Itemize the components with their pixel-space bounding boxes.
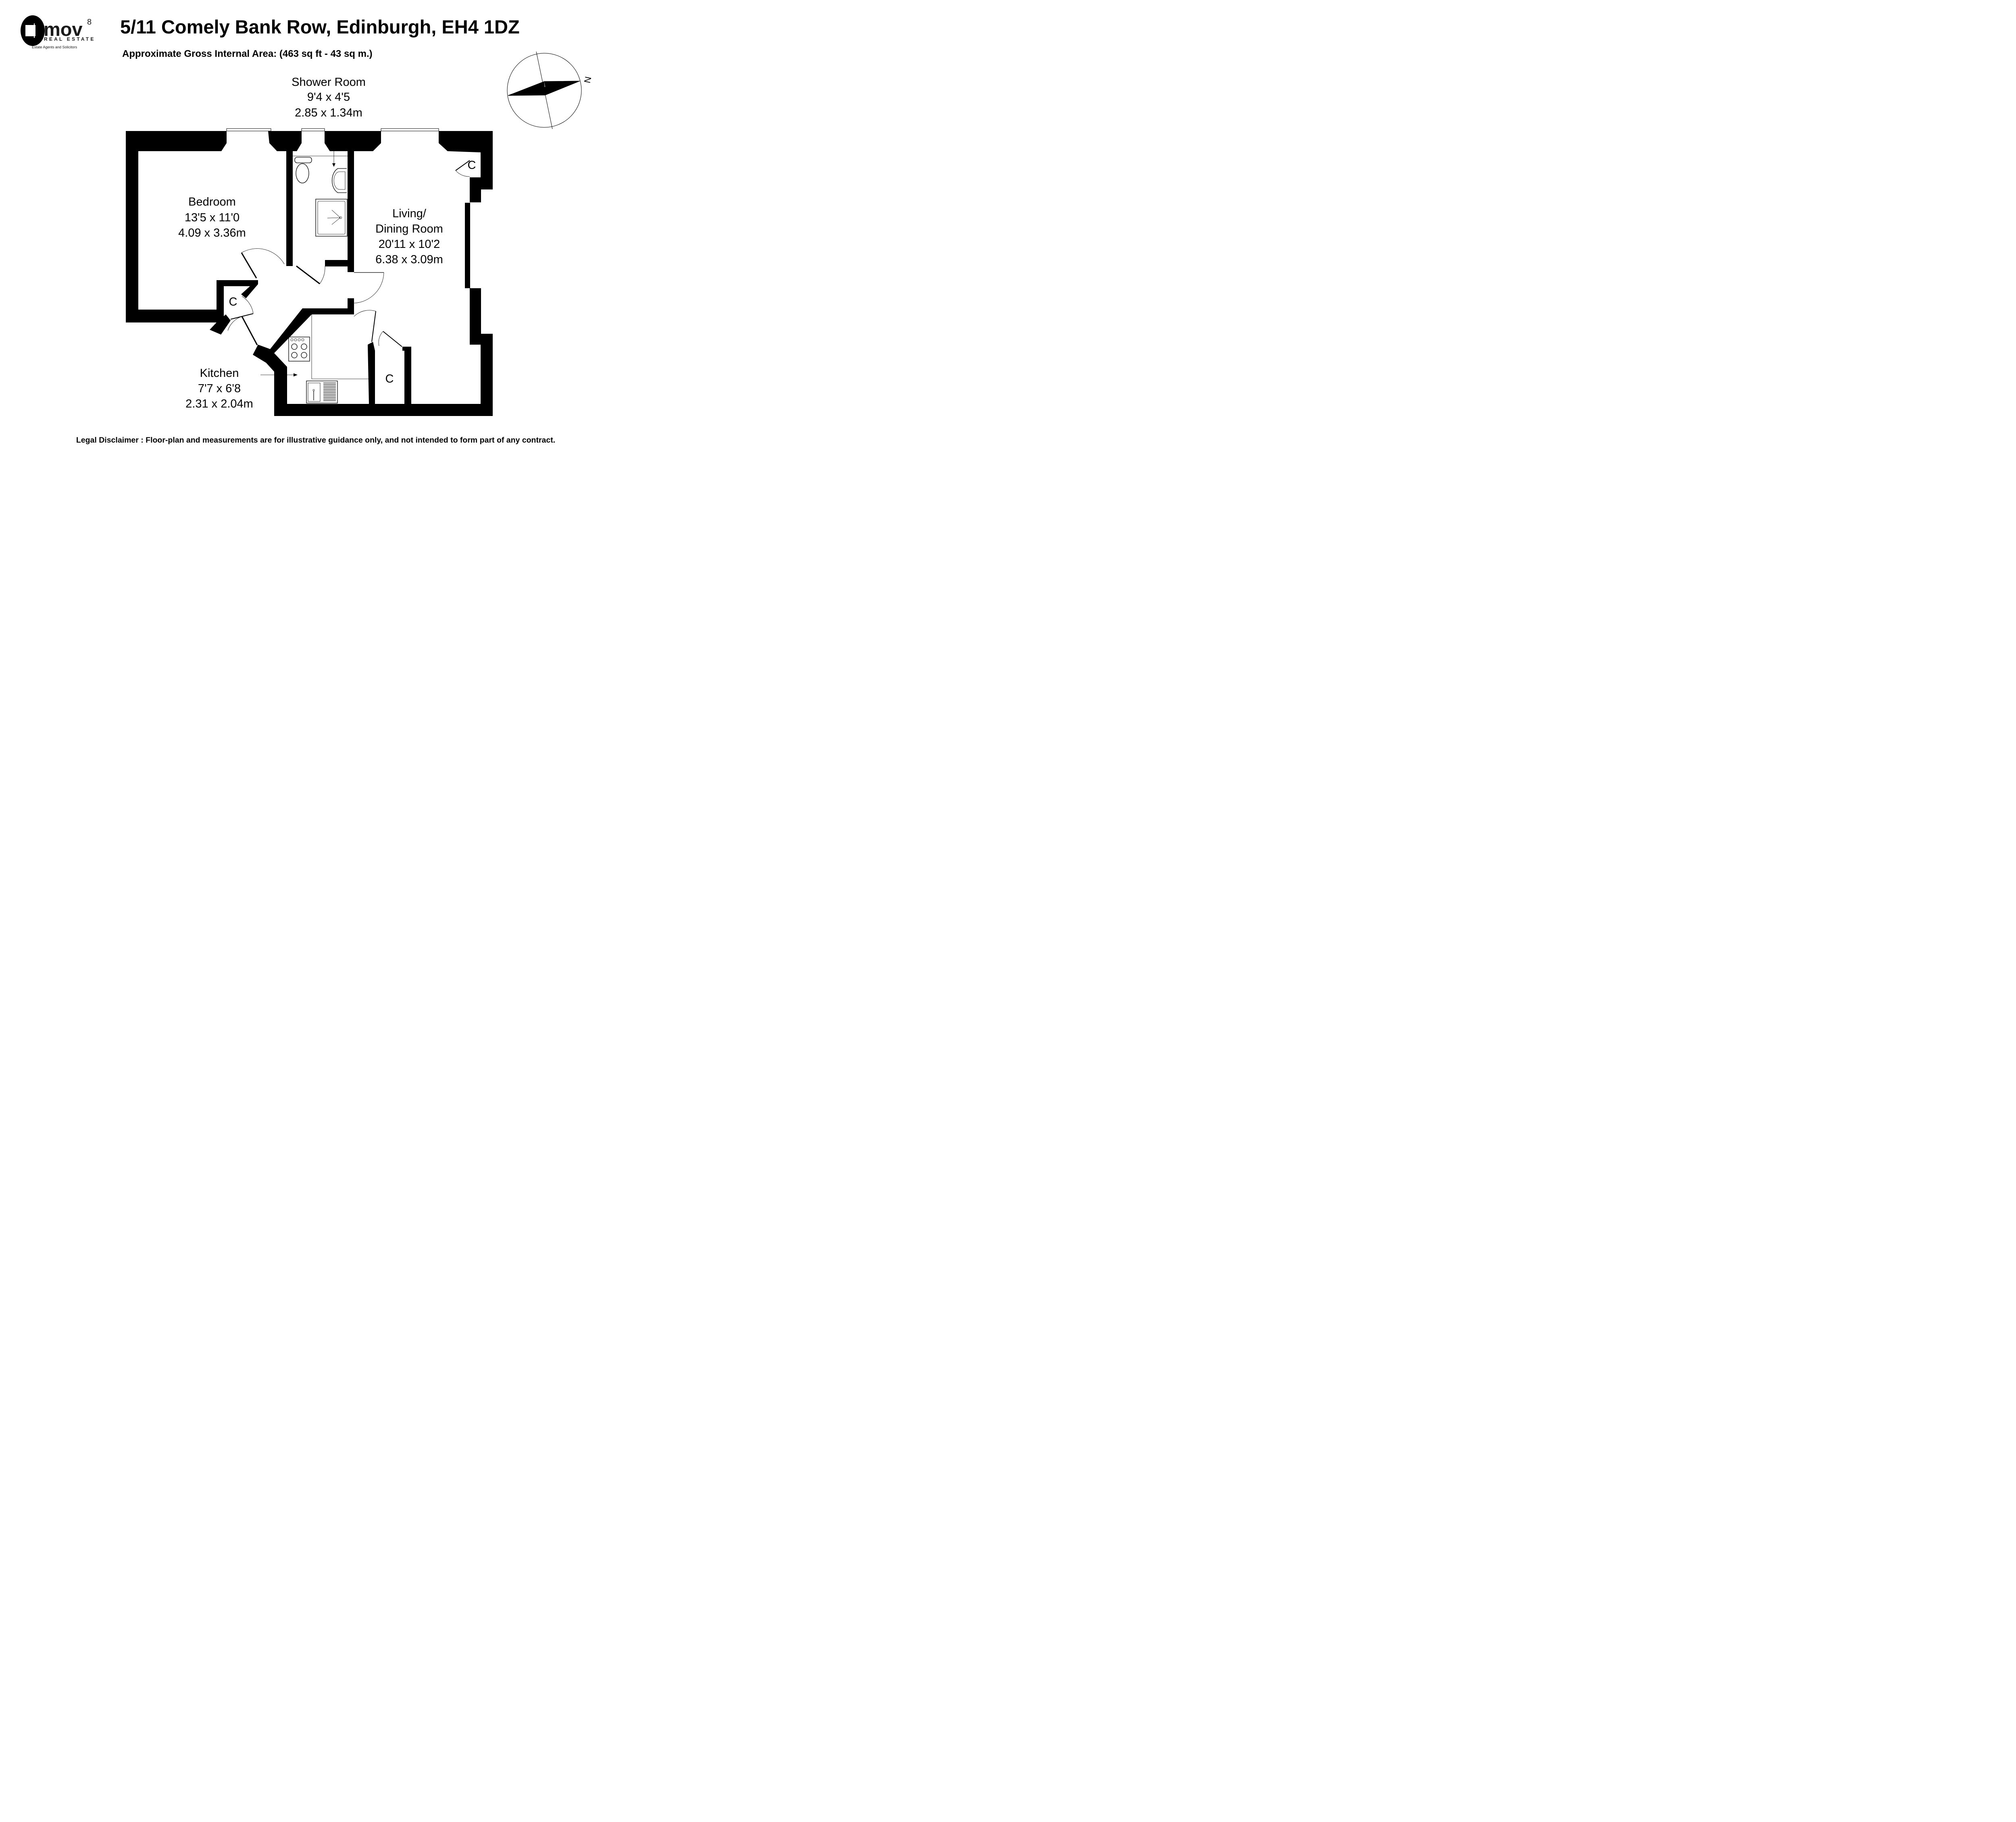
cupboard-label-bedroom: C: [229, 295, 237, 308]
kitchen-fixtures: [260, 314, 369, 404]
bedroom-metric: 4.09 x 3.36m: [178, 227, 246, 239]
room-label-living-dining: Living/ Dining Room 20'11 x 10'2 6.38 x …: [375, 207, 443, 266]
shower-tray-icon: [315, 199, 348, 237]
living-name-line2: Dining Room: [375, 223, 443, 235]
hob-icon: [288, 337, 310, 362]
room-label-shower-room: Shower Room 9'4 x 4'5 2.85 x 1.34m: [292, 76, 366, 119]
kitchen-sink-icon: [306, 381, 338, 404]
room-label-kitchen: Kitchen 7'7 x 6'8 2.31 x 2.04m: [185, 367, 253, 410]
kitchen-name: Kitchen: [200, 367, 239, 380]
kitchen-metric: 2.31 x 2.04m: [185, 397, 253, 410]
cupboard-label-hall: C: [385, 372, 394, 385]
living-metric: 6.38 x 3.09m: [375, 253, 443, 266]
mov8-logo: mov 8 REAL ESTATE Estate Agents and Soli…: [21, 15, 96, 49]
compass-icon: N: [507, 51, 594, 129]
windows: [226, 128, 439, 131]
bathroom-fixtures: [293, 133, 348, 237]
washbasin-icon: [332, 133, 347, 193]
compass-north-label: N: [582, 76, 594, 84]
gross-area: Approximate Gross Internal Area: (463 sq…: [122, 48, 373, 59]
logo-tagline: Estate Agents and Solicitors: [32, 45, 77, 49]
logo-real-estate: REAL ESTATE: [44, 36, 96, 42]
living-name-line1: Living/: [392, 207, 427, 220]
bedroom-imperial: 13'5 x 11'0: [185, 211, 240, 224]
kitchen-imperial: 7'7 x 6'8: [198, 382, 241, 395]
room-label-bedroom: Bedroom 13'5 x 11'0 4.09 x 3.36m: [178, 196, 246, 239]
shower-room-imperial: 9'4 x 4'5: [307, 91, 350, 104]
living-imperial: 20'11 x 10'2: [379, 238, 440, 251]
logo-brand: mov: [44, 19, 83, 40]
doors: [227, 160, 470, 347]
cupboard-label-living: C: [468, 159, 476, 172]
logo-superscript: 8: [87, 18, 92, 27]
legal-disclaimer: Legal Disclaimer : Floor-plan and measur…: [76, 436, 555, 445]
bedroom-name: Bedroom: [188, 196, 236, 208]
toilet-icon: [294, 157, 312, 183]
shower-room-metric: 2.85 x 1.34m: [295, 106, 362, 119]
page-title: 5/11 Comely Bank Row, Edinburgh, EH4 1DZ: [120, 16, 520, 37]
walls: [126, 131, 493, 416]
shower-room-name: Shower Room: [292, 76, 366, 89]
floor-plan: mov 8 REAL ESTATE Estate Agents and Soli…: [21, 15, 594, 445]
